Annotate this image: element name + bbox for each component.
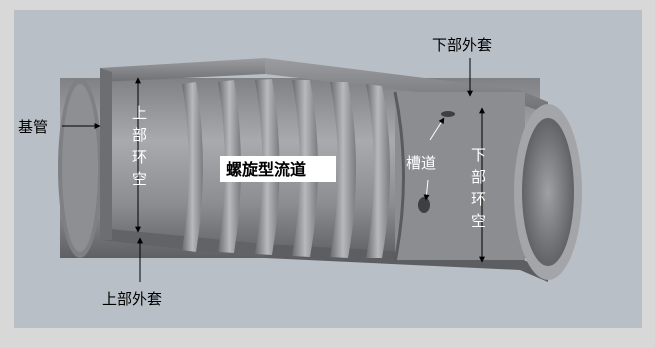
groove-leader-hole <box>423 179 430 201</box>
svg-text:下: 下 <box>471 146 486 164</box>
right-pipe-section <box>395 92 525 260</box>
svg-text:上: 上 <box>132 104 147 122</box>
label-base-pipe: 基管 <box>18 118 48 136</box>
svg-text:部: 部 <box>132 126 147 144</box>
groove-slot <box>441 111 455 117</box>
pipe-right-end <box>514 104 582 280</box>
groove-leader-slot <box>429 117 445 141</box>
label-upper-annulus: 上 部 环 空 <box>132 104 147 188</box>
groove-hole <box>418 197 430 213</box>
svg-text:空: 空 <box>132 170 147 188</box>
svg-text:部: 部 <box>471 168 486 186</box>
svg-text:环: 环 <box>471 190 486 208</box>
label-upper-outer-sleeve: 上部外套 <box>102 290 162 308</box>
label-groove: 槽道 <box>406 154 436 172</box>
pipe-bore <box>522 118 574 266</box>
svg-text:空: 空 <box>471 212 486 230</box>
label-lower-outer-sleeve: 下部外套 <box>432 36 492 54</box>
svg-text:环: 环 <box>132 148 147 166</box>
label-lower-annulus: 下 部 环 空 <box>471 146 486 230</box>
label-spiral-channel: 螺旋型流道 <box>226 160 306 179</box>
spiral-channel-label-box <box>220 156 336 182</box>
